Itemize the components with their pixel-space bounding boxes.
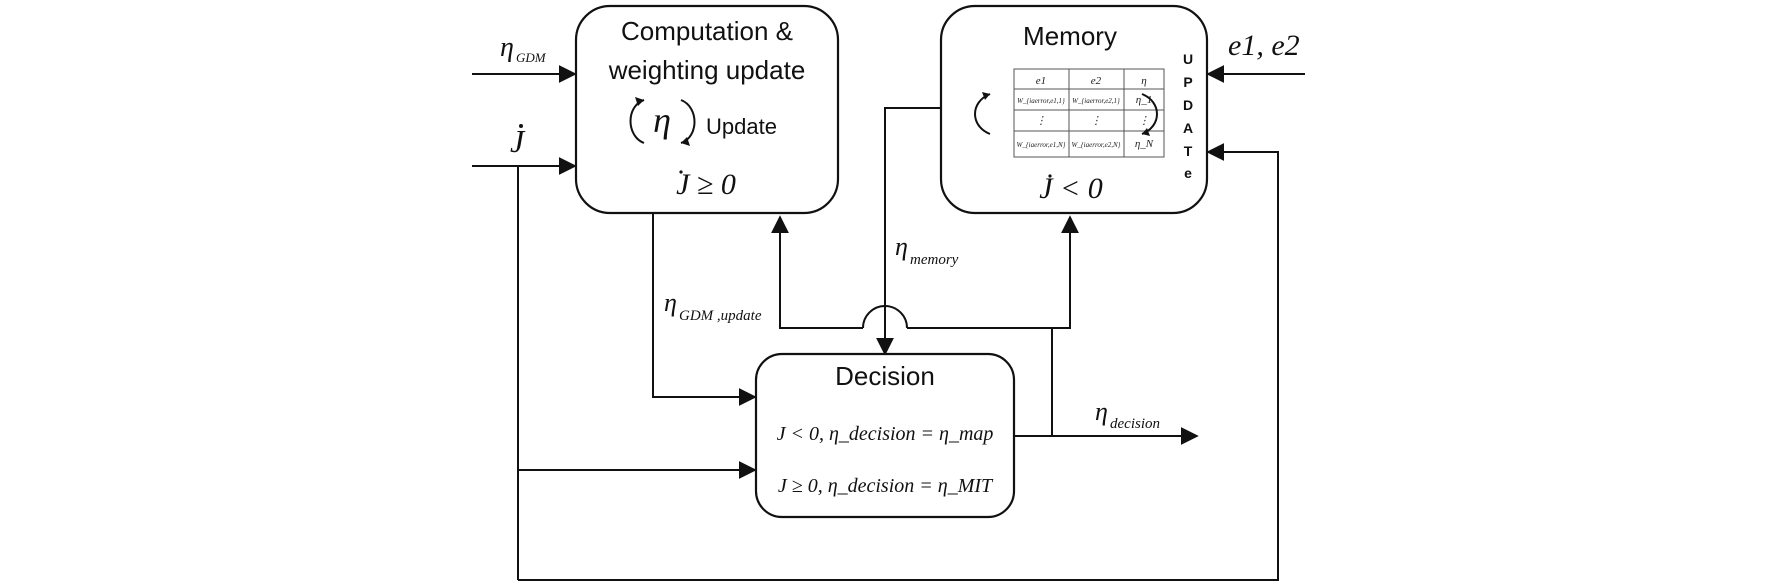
memory-table-cell: W_{iaerror,e1,1} <box>1017 97 1065 105</box>
memory-condition-dot <box>1048 174 1052 178</box>
decision-rule-1: J < 0, η_decision = η_map <box>777 423 994 445</box>
label-errors: e1, e2 <box>1228 29 1300 62</box>
cycle-update-icon <box>629 97 696 146</box>
memory-table-cell: W_{iaerror,e2,N} <box>1072 141 1121 149</box>
eta-gdm-update-arrow <box>652 213 757 406</box>
memory-table-cell: W_{iaerror,e2,1} <box>1072 97 1120 105</box>
memory-table: e1 e2 η W_{iaerror,e1,1} W_{iaerror,e2,1… <box>1013 68 1165 158</box>
computation-eta-symbol: η <box>653 100 671 140</box>
memory-table-cell: ⋮ <box>1091 115 1102 127</box>
computation-condition-dot <box>679 170 683 174</box>
svg-text:D: D <box>1183 97 1193 113</box>
decision-title: Decision <box>835 361 935 391</box>
memory-table-header-eta: η <box>1141 75 1146 87</box>
j-dot-to-memory-feedback <box>518 143 1279 581</box>
computation-title-line1: Computation & <box>621 16 793 46</box>
svg-text:P: P <box>1183 74 1192 90</box>
svg-text:A: A <box>1183 120 1193 136</box>
label-eta-decision-base: η <box>1095 397 1108 426</box>
memory-title: Memory <box>1023 21 1117 51</box>
memory-update-vertical-label: U P D A T e <box>1183 51 1193 181</box>
label-eta-gdm-update: η GDM ,update <box>664 288 762 324</box>
label-j-dot-base: J <box>510 123 526 159</box>
computation-condition: J ≥ 0 <box>676 168 736 201</box>
memory-table-header-e2: e2 <box>1091 75 1102 87</box>
computation-block: Computation & weighting update η Update … <box>574 4 840 215</box>
memory-table-header-e1: e1 <box>1036 75 1046 87</box>
label-eta-decision: η decision <box>1095 397 1160 432</box>
label-eta-gdm-update-sub: GDM ,update <box>679 308 762 324</box>
label-eta-gdm-base: η <box>500 32 514 63</box>
label-eta-memory-sub: memory <box>910 252 959 268</box>
svg-text:e: e <box>1184 165 1192 181</box>
svg-text:T: T <box>1184 143 1193 159</box>
memory-block: Memory e1 e2 η W_{iaerror,e1,1} W_{iaerr… <box>939 4 1209 215</box>
label-eta-gdm-update-base: η <box>664 288 677 317</box>
computation-title-line2: weighting update <box>608 55 806 85</box>
decision-feedback-to-memory <box>1052 215 1079 329</box>
label-j-dot: J <box>510 123 526 159</box>
memory-table-cell: ⋮ <box>1139 115 1150 127</box>
memory-table-cell: η_N <box>1135 138 1154 150</box>
memory-right-cycle-icon <box>1141 93 1158 136</box>
svg-text:U: U <box>1183 51 1193 67</box>
label-eta-decision-sub: decision <box>1110 416 1160 432</box>
decision-block-frame <box>754 352 1016 519</box>
decision-feedback-to-computation <box>771 215 863 329</box>
eta-memory-arrow <box>876 107 941 356</box>
line-crossing-hop <box>862 305 908 329</box>
label-j-dot-dot <box>519 124 523 128</box>
label-eta-memory: η memory <box>895 232 959 268</box>
decision-rule-2: J ≥ 0, η_decision = η_MIT <box>778 475 994 497</box>
computation-block-frame <box>574 4 840 215</box>
memory-left-cycle-icon <box>974 92 991 135</box>
computation-update-label: Update <box>706 114 777 139</box>
label-eta-memory-base: η <box>895 232 908 261</box>
label-eta-gdm: η GDM <box>500 32 547 65</box>
decision-block: Decision J < 0, η_decision = η_map J ≥ 0… <box>754 352 1016 519</box>
memory-table-cell: W_{iaerror,e1,N} <box>1017 141 1066 149</box>
memory-table-cell: ⋮ <box>1036 115 1047 127</box>
label-eta-gdm-sub: GDM <box>516 50 547 65</box>
